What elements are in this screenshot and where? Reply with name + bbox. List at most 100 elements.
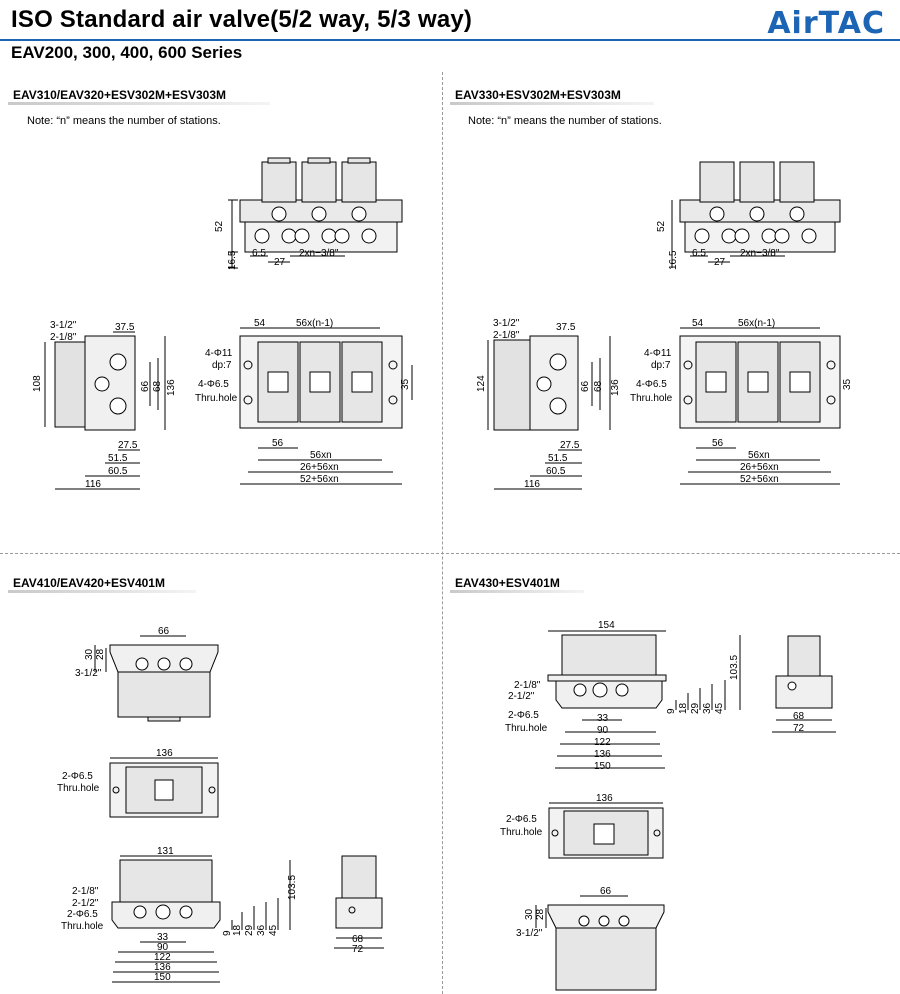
dim-side-port2: 2-1/8" [50,332,77,343]
dim-plan-54: 54 [254,318,266,329]
s2-side-view [487,335,611,490]
dim-front-thru: Thru.hole [61,921,104,932]
dim-front-122: 122 [594,737,611,748]
dim-plan-thru: Thru.hole [57,783,100,794]
dim-top-27: 27 [274,257,286,268]
section-heading-eav310: EAV310/EAV320+ESV302M+ESV303M [8,86,270,105]
dim-top-30: 30 [524,908,535,920]
dim-front-122: 122 [154,952,171,963]
dim-side-136: 136 [166,379,177,396]
airtac-logo: AirTAC [767,6,885,41]
s4-top-view [535,895,665,991]
dim-front-hole: 2-Φ6.5 [508,710,539,721]
dim-plan-thru: Thru.hole [630,393,673,404]
dim-side-port1: 3-1/2" [50,320,77,331]
dim-plan-hole11: 4-Φ11 [205,348,233,359]
dim-side-116: 116 [85,479,101,490]
dim-top-6-5: 6.5 [692,248,706,259]
dim-side-136: 136 [610,379,621,396]
s4-plan-view [548,802,664,859]
page-subtitle: EAV200, 300, 400, 600 Series [11,43,243,62]
dim-plan-52: 52+56xn [740,474,779,485]
dim-side-27-5: 27.5 [118,440,138,451]
dim-plan-52: 52+56xn [300,474,339,485]
dim-plan-56xn: 56xn [748,450,770,461]
dim-top-30: 30 [84,648,95,660]
dim-plan-hole6-5: 4-Φ6.5 [636,379,667,390]
dim-front-29: 29 [690,702,701,714]
dim-end-72: 72 [793,723,805,734]
dim-front-136: 136 [154,962,171,973]
dim-front-150: 150 [594,761,611,772]
dim-side-51-5: 51.5 [548,453,568,464]
horizontal-divider [0,553,900,554]
dim-side-60-5: 60.5 [546,466,566,477]
dim-front-29: 29 [244,924,255,936]
dim-front-9: 9 [222,930,233,936]
dim-top-16-5: 16.5 [668,250,679,270]
dim-plan-56: 56 [272,438,284,449]
dim-plan-pitch: 56x(n-1) [296,318,333,329]
s4-end-view [772,635,836,733]
dim-side-66: 66 [580,380,591,392]
dim-top-port: 3-1/2" [516,928,543,939]
dim-top-28: 28 [535,908,546,920]
dim-side-60-5: 60.5 [108,466,128,477]
dim-top-66: 66 [600,886,612,897]
dim-plan-26: 26+56xn [300,462,339,473]
section-heading-eav430: EAV430+ESV401M [450,574,584,593]
dim-front-90: 90 [157,942,169,953]
s3-end-view [334,855,384,949]
dim-top-66: 66 [158,626,170,637]
dim-plan-56xn: 56xn [310,450,332,461]
dim-plan-hole11: 4-Φ11 [644,348,672,359]
dim-plan-pitch: 56x(n-1) [738,318,775,329]
dim-plan-depth: dp:7 [212,360,232,371]
dim-front-port2: 2-1/2" [508,691,535,702]
s4-front-view [547,630,741,769]
dim-front-45: 45 [714,702,725,714]
dim-front-thru: Thru.hole [505,723,548,734]
dim-plan-56: 56 [712,438,724,449]
dim-front-port2: 2-1/2" [72,898,99,909]
dim-side-66: 66 [140,380,151,392]
dim-side-68: 68 [152,380,163,392]
dim-side-124: 124 [476,375,487,392]
dim-plan-136: 136 [156,748,173,759]
dim-front-90: 90 [597,725,609,736]
dim-front-18: 18 [232,924,243,936]
s3-front-view [111,855,291,983]
dim-plan-54: 54 [692,318,704,329]
dim-top-port: 3-1/2" [75,668,102,679]
s3-top-view [94,635,219,722]
dim-plan-hole: 2-Φ6.5 [506,814,537,825]
s1-top-view [228,157,403,269]
dim-end-68: 68 [352,934,364,945]
s1-side-view [44,331,166,490]
dim-front-136: 136 [594,749,611,760]
dim-side-37-5: 37.5 [556,322,576,333]
dim-side-108: 108 [32,375,43,392]
header-rule [0,39,900,41]
dim-side-27-5: 27.5 [560,440,580,451]
dim-plan-26: 26+56xn [740,462,779,473]
dim-top-52: 52 [214,220,225,232]
dim-end-72: 72 [352,944,364,955]
s2-top-view [671,161,841,268]
section-heading-text: EAV430+ESV401M [455,576,560,590]
page-title: ISO Standard air valve(5/2 way, 5/3 way) [11,6,473,33]
dim-front-131: 131 [157,846,174,857]
dim-top-27: 27 [714,257,726,268]
dim-side-68: 68 [593,380,604,392]
vertical-divider [442,72,443,994]
dim-front-103-5: 103.5 [287,875,298,900]
dim-side-116: 116 [524,479,540,490]
dim-plan-thru: Thru.hole [500,827,543,838]
dim-plan-thru: Thru.hole [195,393,238,404]
section-heading-text: EAV330+ESV302M+ESV303M [455,88,621,102]
s3-plan-view [109,757,219,818]
dim-side-37-5: 37.5 [115,322,135,333]
dim-front-port1: 2-1/8" [514,680,541,691]
